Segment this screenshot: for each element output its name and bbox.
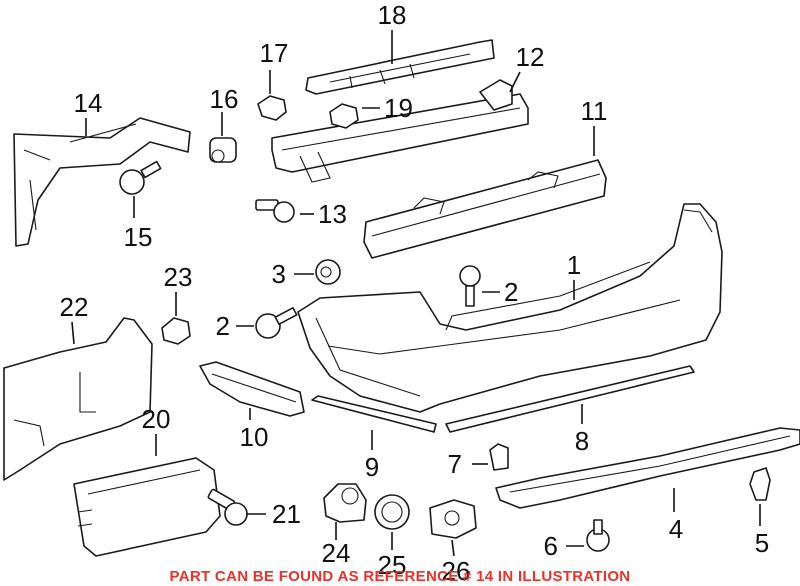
callout-2-left: 2 (216, 311, 230, 341)
callout-16: 16 (210, 84, 239, 114)
callout-26: 26 (442, 556, 471, 586)
callout-13: 13 (318, 199, 347, 229)
part-20-module (73, 457, 221, 557)
part-1-bumper-cover (297, 203, 723, 413)
callout-25: 25 (378, 550, 407, 580)
part-14-side-bracket (13, 117, 191, 247)
callout-19: 19 (384, 93, 413, 123)
callout-labels: 18 12 11 14 17 16 19 13 15 3 1 2 2 23 22… (60, 0, 770, 586)
part-9-molding (311, 395, 437, 433)
callout-5: 5 (755, 528, 769, 558)
part-4-diffuser (495, 427, 800, 509)
callout-3: 3 (272, 259, 286, 289)
callout-24: 24 (322, 538, 351, 568)
part-8-lower-strip (445, 365, 695, 433)
hardware-fasteners (119, 95, 771, 552)
leader-lines (71, 30, 761, 557)
callout-10: 10 (240, 422, 269, 452)
reference-footnote: PART CAN BE FOUND AS REFERENCE # 14 IN I… (169, 568, 631, 585)
callout-6: 6 (544, 531, 558, 561)
part-11-absorber (363, 159, 607, 259)
part-22-left-bracket (3, 317, 153, 481)
callout-21: 21 (272, 499, 301, 529)
part-18-upper-bracket (305, 39, 495, 95)
callout-11: 11 (581, 96, 608, 126)
callout-14: 14 (74, 88, 103, 118)
part-10-reflector (199, 361, 305, 417)
callout-23: 23 (164, 262, 193, 292)
callout-20: 20 (142, 404, 171, 434)
callout-9: 9 (365, 452, 379, 482)
callout-15: 15 (124, 222, 153, 252)
callout-22: 22 (60, 292, 89, 322)
callout-8: 8 (575, 426, 589, 456)
part-12-reinforcement (271, 79, 529, 183)
callout-7: 7 (448, 449, 462, 479)
callout-4: 4 (669, 514, 683, 544)
callout-1: 1 (567, 250, 581, 280)
callout-18: 18 (378, 0, 407, 30)
callout-12: 12 (516, 42, 545, 72)
callout-17: 17 (260, 38, 289, 68)
callout-2-upper: 2 (504, 277, 518, 307)
